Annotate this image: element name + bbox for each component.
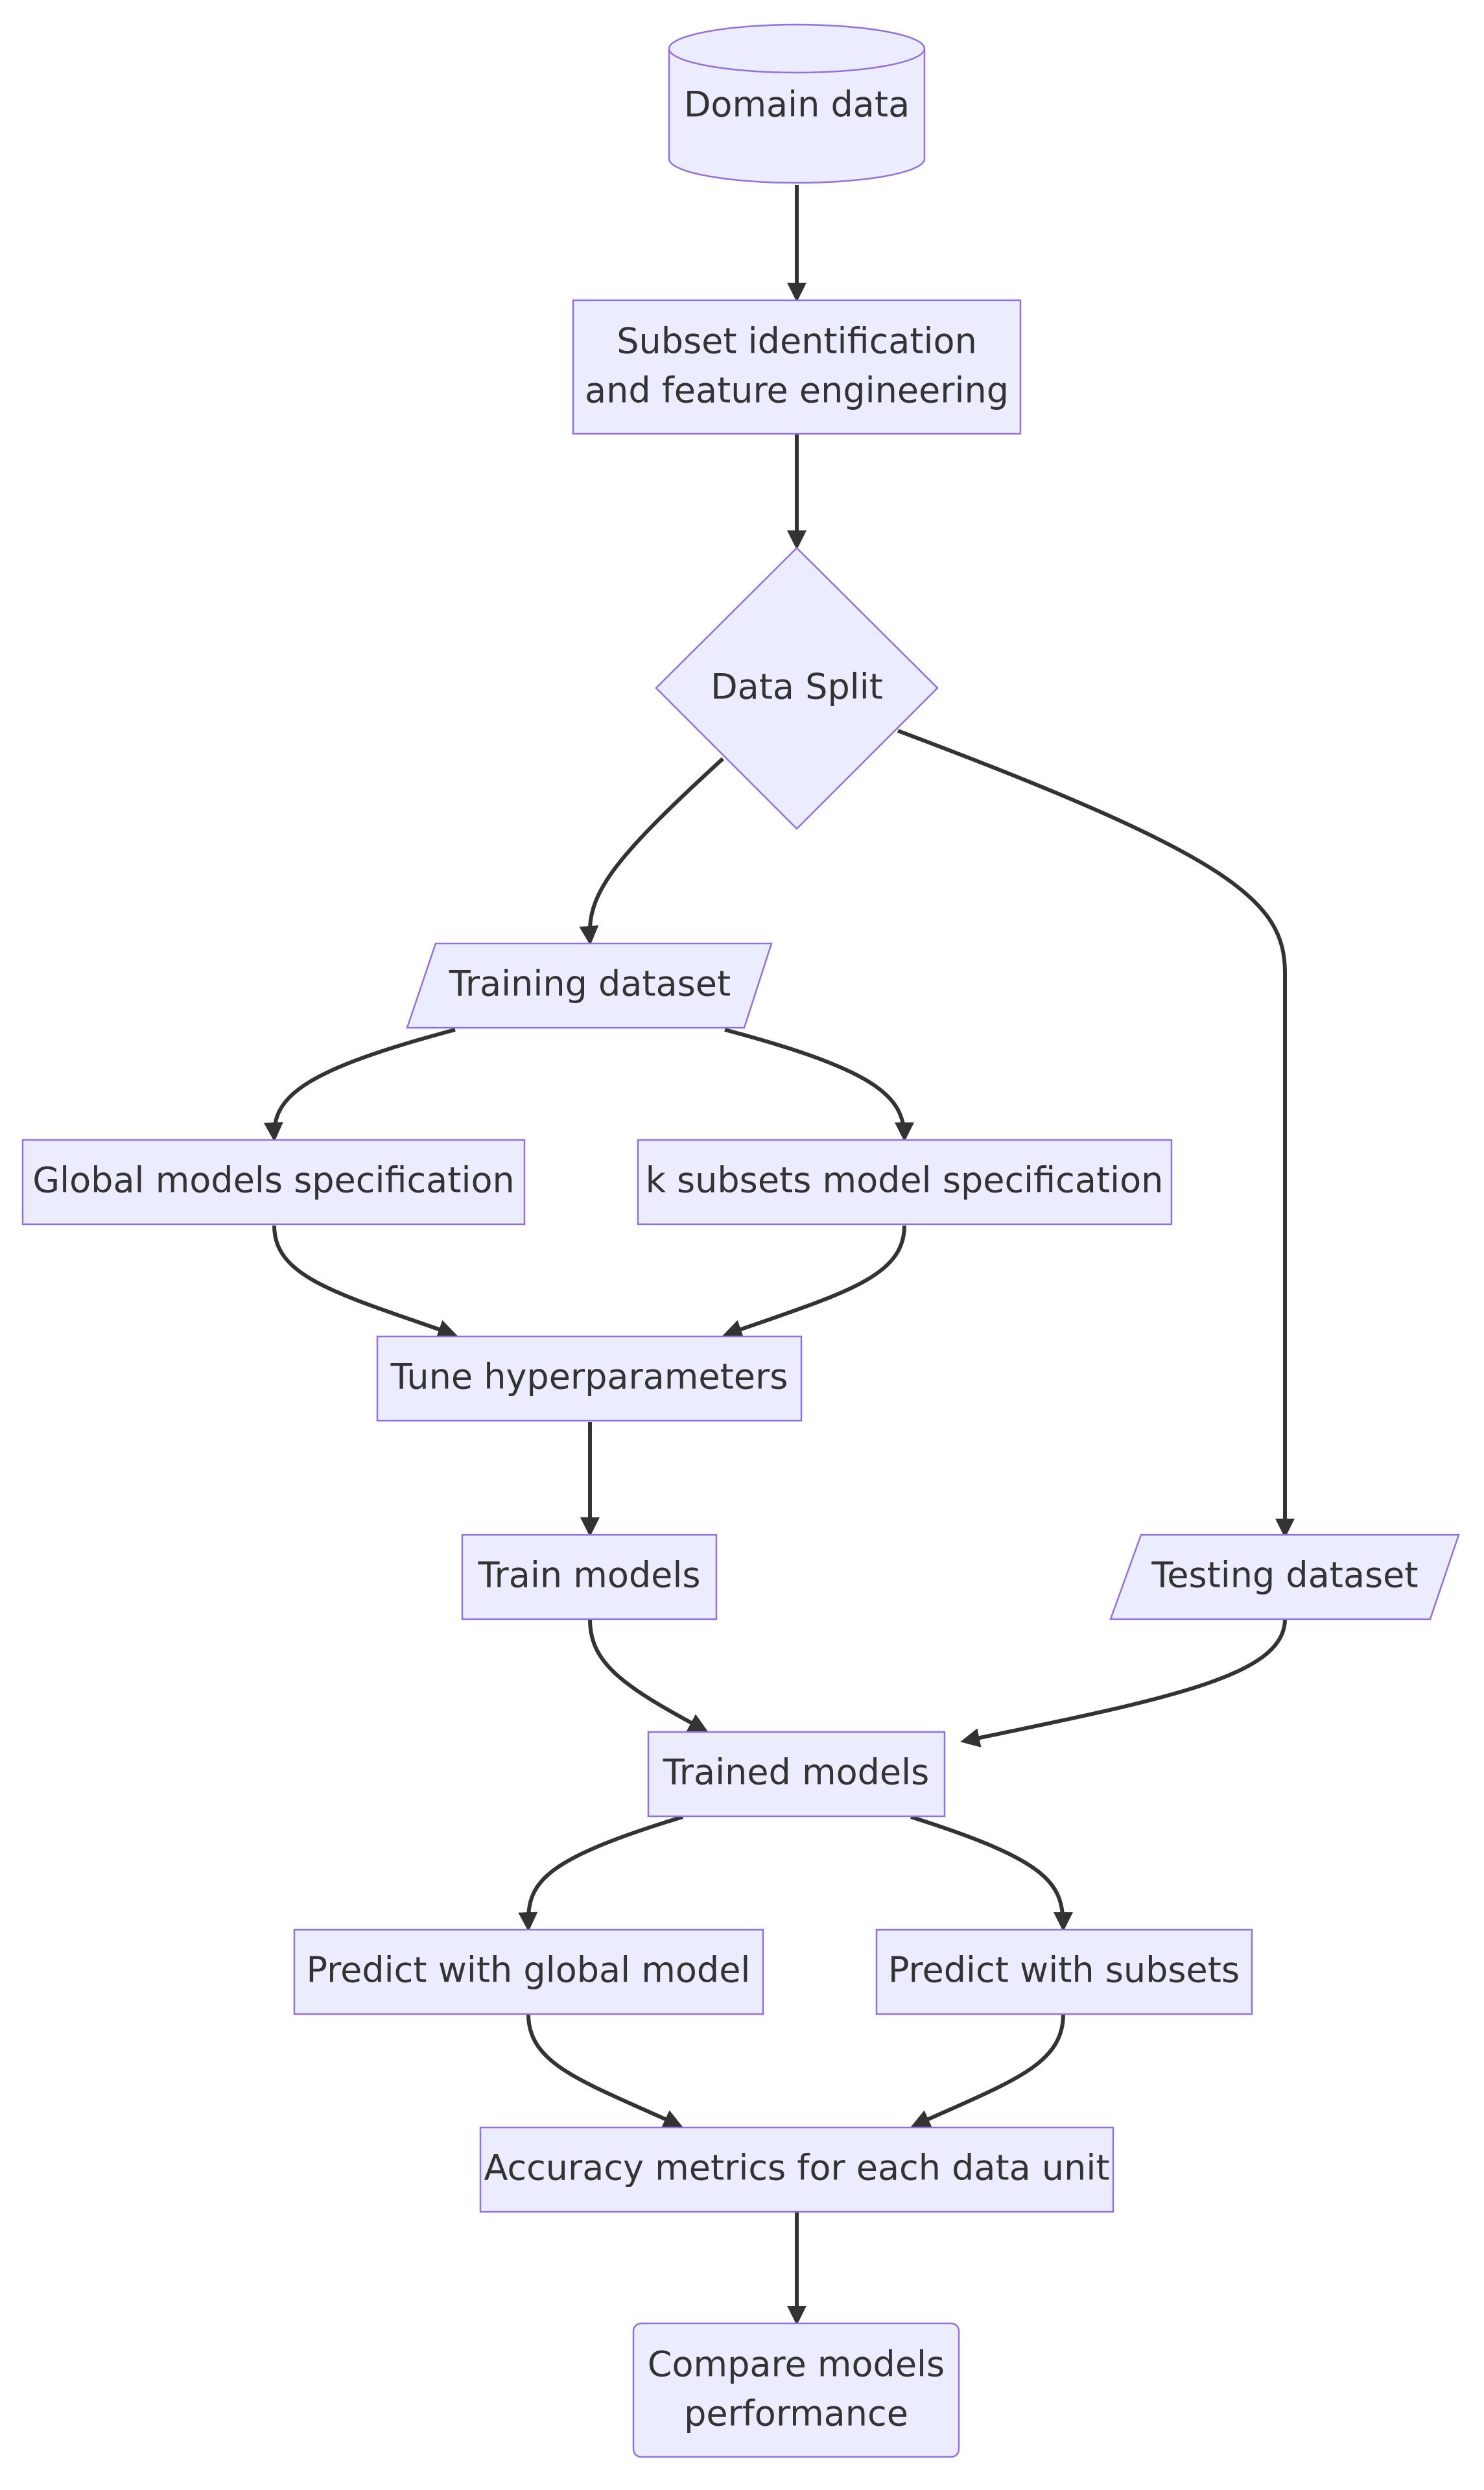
node-global-models-spec: Global models specification <box>21 1139 526 1226</box>
node-label: k subsets model specification <box>646 1160 1164 1201</box>
node-box <box>875 1928 1253 2015</box>
node-box <box>647 1731 946 1818</box>
parallelogram-shape <box>1109 1534 1460 1620</box>
node-label-line-2: performance <box>684 2393 908 2434</box>
node-box <box>572 299 1022 435</box>
node-testing-dataset: Testing dataset <box>1109 1534 1460 1620</box>
node-train-models: Train models <box>461 1534 718 1620</box>
node-box <box>637 1139 1173 1226</box>
node-label: Training dataset <box>449 964 731 1004</box>
node-domain-data: Domain data <box>668 23 926 184</box>
edge-trained-to-predict-subsets <box>910 1815 1073 1932</box>
node-predict-subsets: Predict with subsets <box>875 1928 1253 2015</box>
node-label: Predict with global model <box>307 1950 751 1991</box>
node-label-line-1: Subset identification <box>617 321 977 362</box>
edge-training-to-global <box>263 1028 456 1142</box>
node-label: Accuracy metrics for each data unit <box>484 2148 1109 2188</box>
edge-split-to-training <box>579 757 725 945</box>
node-k-subsets-spec: k subsets model specification <box>637 1139 1173 1226</box>
edge-testing-to-trained <box>960 1618 1287 1748</box>
edge-global-to-tune <box>272 1225 458 1339</box>
node-box <box>21 1139 526 1226</box>
node-label: Train models <box>477 1555 700 1596</box>
edge-ksubsets-to-tune <box>722 1225 906 1339</box>
edge-predict-subsets-to-accuracy <box>910 2013 1065 2128</box>
node-box <box>632 2322 960 2458</box>
node-training-dataset: Training dataset <box>406 942 773 1029</box>
node-predict-global: Predict with global model <box>293 1928 764 2015</box>
node-compare-models: Compare models performance <box>632 2322 960 2458</box>
node-label-line-1: Compare models <box>648 2344 945 2385</box>
cylinder-top-rim <box>668 48 926 74</box>
node-box <box>293 1928 764 2015</box>
node-box <box>376 1335 803 1422</box>
node-label: Predict with subsets <box>888 1950 1240 1991</box>
node-accuracy-metrics: Accuracy metrics for each data unit <box>479 2126 1114 2213</box>
edge-train-to-trained <box>588 1618 709 1732</box>
diamond-shape <box>655 547 939 830</box>
node-subset-identification: Subset identification and feature engine… <box>572 299 1022 435</box>
node-label: Domain data <box>684 84 910 125</box>
edges <box>263 185 1295 2325</box>
edge-training-to-ksubsets <box>724 1028 914 1142</box>
node-data-split: Data Split <box>655 547 939 830</box>
node-tune-hyperparameters: Tune hyperparameters <box>376 1335 803 1422</box>
node-label: Data Split <box>711 667 883 707</box>
node-label: Global models specification <box>32 1160 514 1201</box>
edge-trained-to-predict-global <box>518 1815 683 1932</box>
edge-split-to-testing <box>897 729 1295 1538</box>
node-label: Testing dataset <box>1151 1555 1418 1596</box>
node-label: Trained models <box>663 1752 930 1793</box>
node-trained-models: Trained models <box>647 1731 946 1818</box>
node-label: Tune hyperparameters <box>390 1357 788 1397</box>
parallelogram-shape <box>406 942 773 1029</box>
edge-predict-global-to-accuracy <box>526 2013 683 2128</box>
cylinder-shape <box>668 23 926 184</box>
node-box <box>461 1534 718 1620</box>
node-box <box>479 2126 1114 2213</box>
node-label-line-2: and feature engineering <box>585 370 1009 411</box>
